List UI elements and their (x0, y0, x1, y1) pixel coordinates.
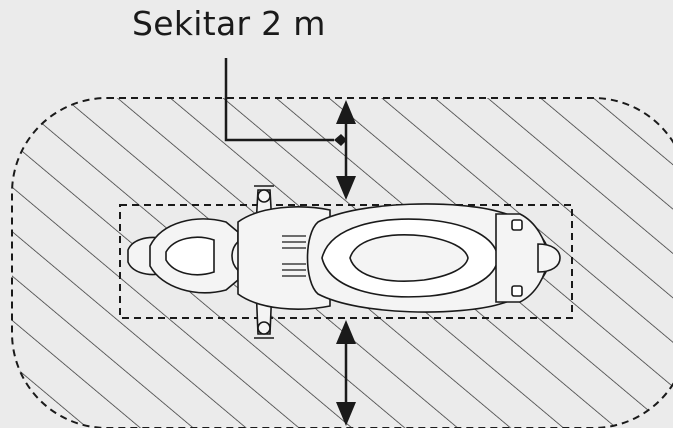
distance-label: Sekitar 2 m (132, 4, 326, 43)
footboard-grip (282, 235, 306, 277)
label-leader-line (224, 58, 347, 146)
bottom-double-arrow-icon (336, 320, 356, 426)
top-double-arrow-icon (336, 100, 356, 200)
motorcycle-top-view-icon (127, 185, 561, 339)
vehicle-footprint-boundary (119, 204, 573, 319)
outer-zone-boundary (11, 97, 673, 428)
